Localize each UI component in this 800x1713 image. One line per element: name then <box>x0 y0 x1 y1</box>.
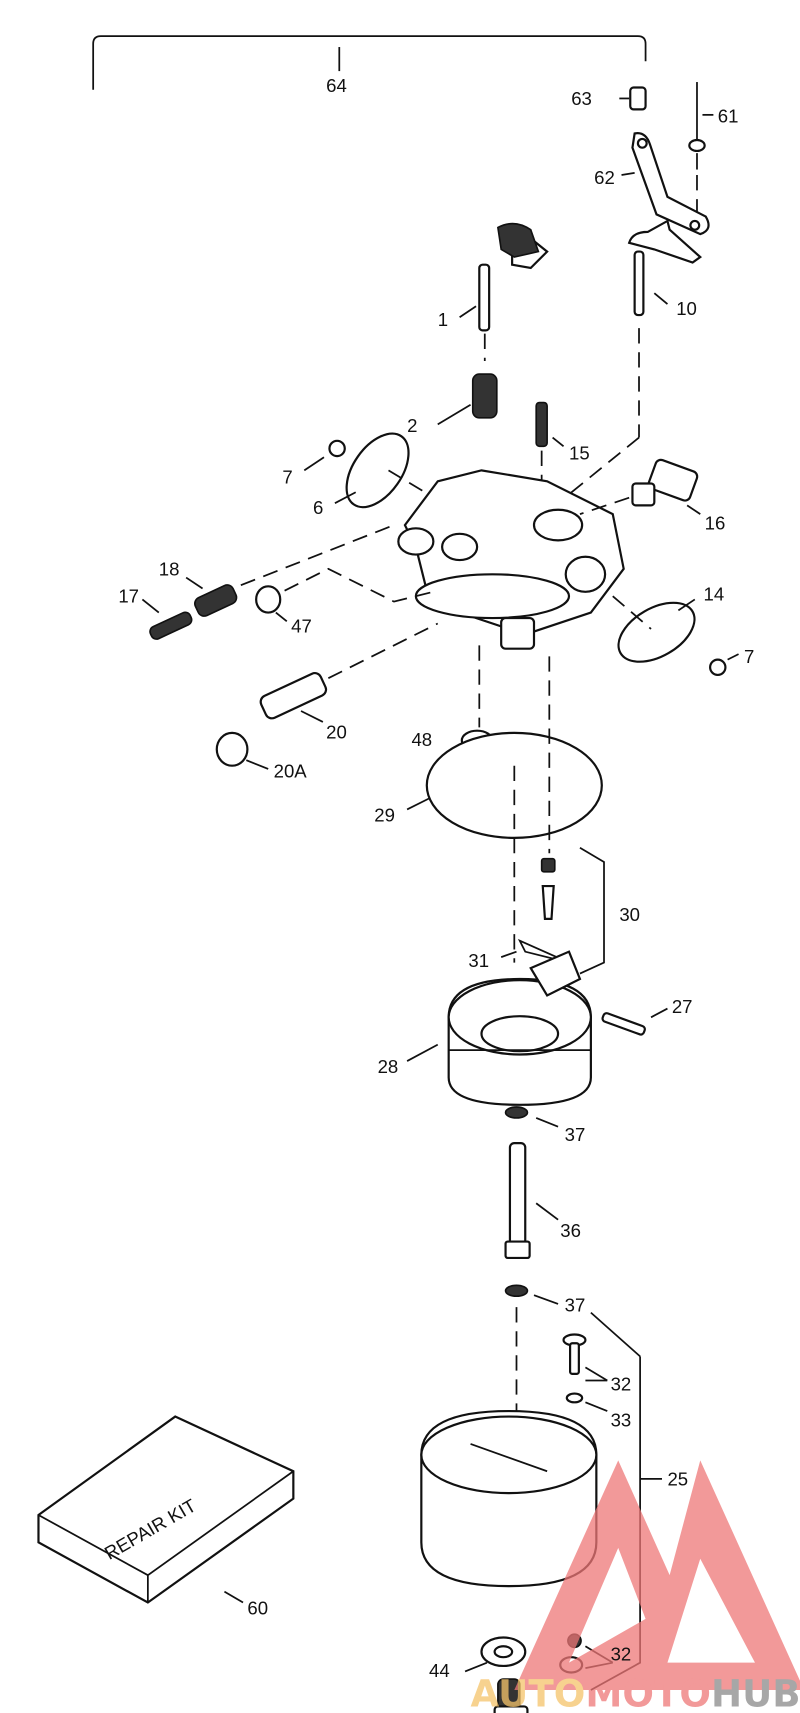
callout-62: 62 <box>594 167 615 188</box>
part-33-washer <box>565 1392 608 1412</box>
automotohub-watermark: AUTOMOTOHUB <box>471 1460 800 1713</box>
part-60-repair-kit: REPAIR KIT <box>37 1415 295 1604</box>
callout-20A: 20A <box>274 761 308 782</box>
callout-37-top: 37 <box>565 1124 586 1145</box>
carburetor-body <box>397 469 625 650</box>
part-25-float-bowl <box>420 1311 662 1691</box>
part-37-washer-top <box>504 1106 559 1128</box>
part-32-bolt <box>562 1333 608 1382</box>
callout-6: 6 <box>313 497 323 518</box>
part-47-plug <box>255 567 438 623</box>
callout-10: 10 <box>676 298 697 319</box>
part-44-washer <box>464 1636 527 1673</box>
part-14-throttle-plate <box>612 595 696 663</box>
part-18-spring <box>185 524 395 617</box>
callout-32-top: 32 <box>611 1373 632 1394</box>
callout-61: 61 <box>718 106 739 127</box>
part-1-choke-shaft <box>459 222 549 361</box>
callout-30: 30 <box>619 904 640 925</box>
callout-7-left: 7 <box>282 466 292 487</box>
callout-33: 33 <box>611 1409 632 1430</box>
watermark-text: AUTOMOTOHUB <box>471 1671 800 1713</box>
part-61-needle <box>688 82 714 230</box>
callout-25: 25 <box>667 1468 688 1489</box>
part-28-float <box>406 765 592 1106</box>
callout-2: 2 <box>407 415 417 436</box>
part-31-clip <box>500 938 570 964</box>
part-6-choke-plate <box>334 432 444 509</box>
callout-48: 48 <box>411 729 432 750</box>
callout-60: 60 <box>247 1598 268 1619</box>
callout-labels: 64 63 61 62 10 1 2 15 7 6 16 18 17 47 14… <box>118 75 754 1681</box>
part-37-washer-bottom <box>504 1284 559 1444</box>
callout-44: 44 <box>429 1660 450 1681</box>
part-17-screw <box>141 598 193 640</box>
callout-15: 15 <box>569 442 590 463</box>
callout-64: 64 <box>326 75 347 96</box>
part-2-spring <box>437 373 498 426</box>
watermark-auto: AUTO <box>471 1671 586 1713</box>
watermark-triangle-logo <box>514 1460 800 1691</box>
callout-16: 16 <box>705 512 726 533</box>
callout-47: 47 <box>291 615 312 636</box>
watermark-hub: HUB <box>711 1671 800 1713</box>
part-62-lever <box>621 132 710 236</box>
callout-27: 27 <box>672 996 693 1017</box>
callout-28: 28 <box>378 1056 399 1077</box>
part-16 <box>579 458 701 515</box>
callout-14: 14 <box>704 584 725 605</box>
part-20 <box>259 622 439 723</box>
part-27-pin <box>601 1007 668 1036</box>
part-64-rod <box>92 35 647 90</box>
watermark-moto: MOTO <box>585 1671 711 1713</box>
part-40-bowl-nut <box>493 1678 529 1713</box>
part-15-screw <box>535 401 565 504</box>
callout-17: 17 <box>118 586 139 607</box>
callout-7-right: 7 <box>744 646 754 667</box>
part-7-screw-right <box>709 653 739 677</box>
callout-20: 20 <box>326 721 347 742</box>
callout-18: 18 <box>159 558 180 579</box>
callout-32-bottom: 32 <box>611 1643 632 1664</box>
callout-37-bottom: 37 <box>565 1295 586 1316</box>
callout-36: 36 <box>560 1220 581 1241</box>
part-36-main-jet <box>504 1142 559 1260</box>
part-29-gasket <box>406 731 603 839</box>
part-30-needle-seat <box>540 656 605 975</box>
callout-63: 63 <box>571 88 592 109</box>
callout-29: 29 <box>374 804 395 825</box>
part-10-shaft <box>557 219 703 504</box>
part-7-screw-left <box>303 439 346 472</box>
callout-31: 31 <box>468 950 489 971</box>
part-63 <box>619 86 647 111</box>
callout-1: 1 <box>438 309 448 330</box>
part-20A-cap <box>215 731 269 770</box>
